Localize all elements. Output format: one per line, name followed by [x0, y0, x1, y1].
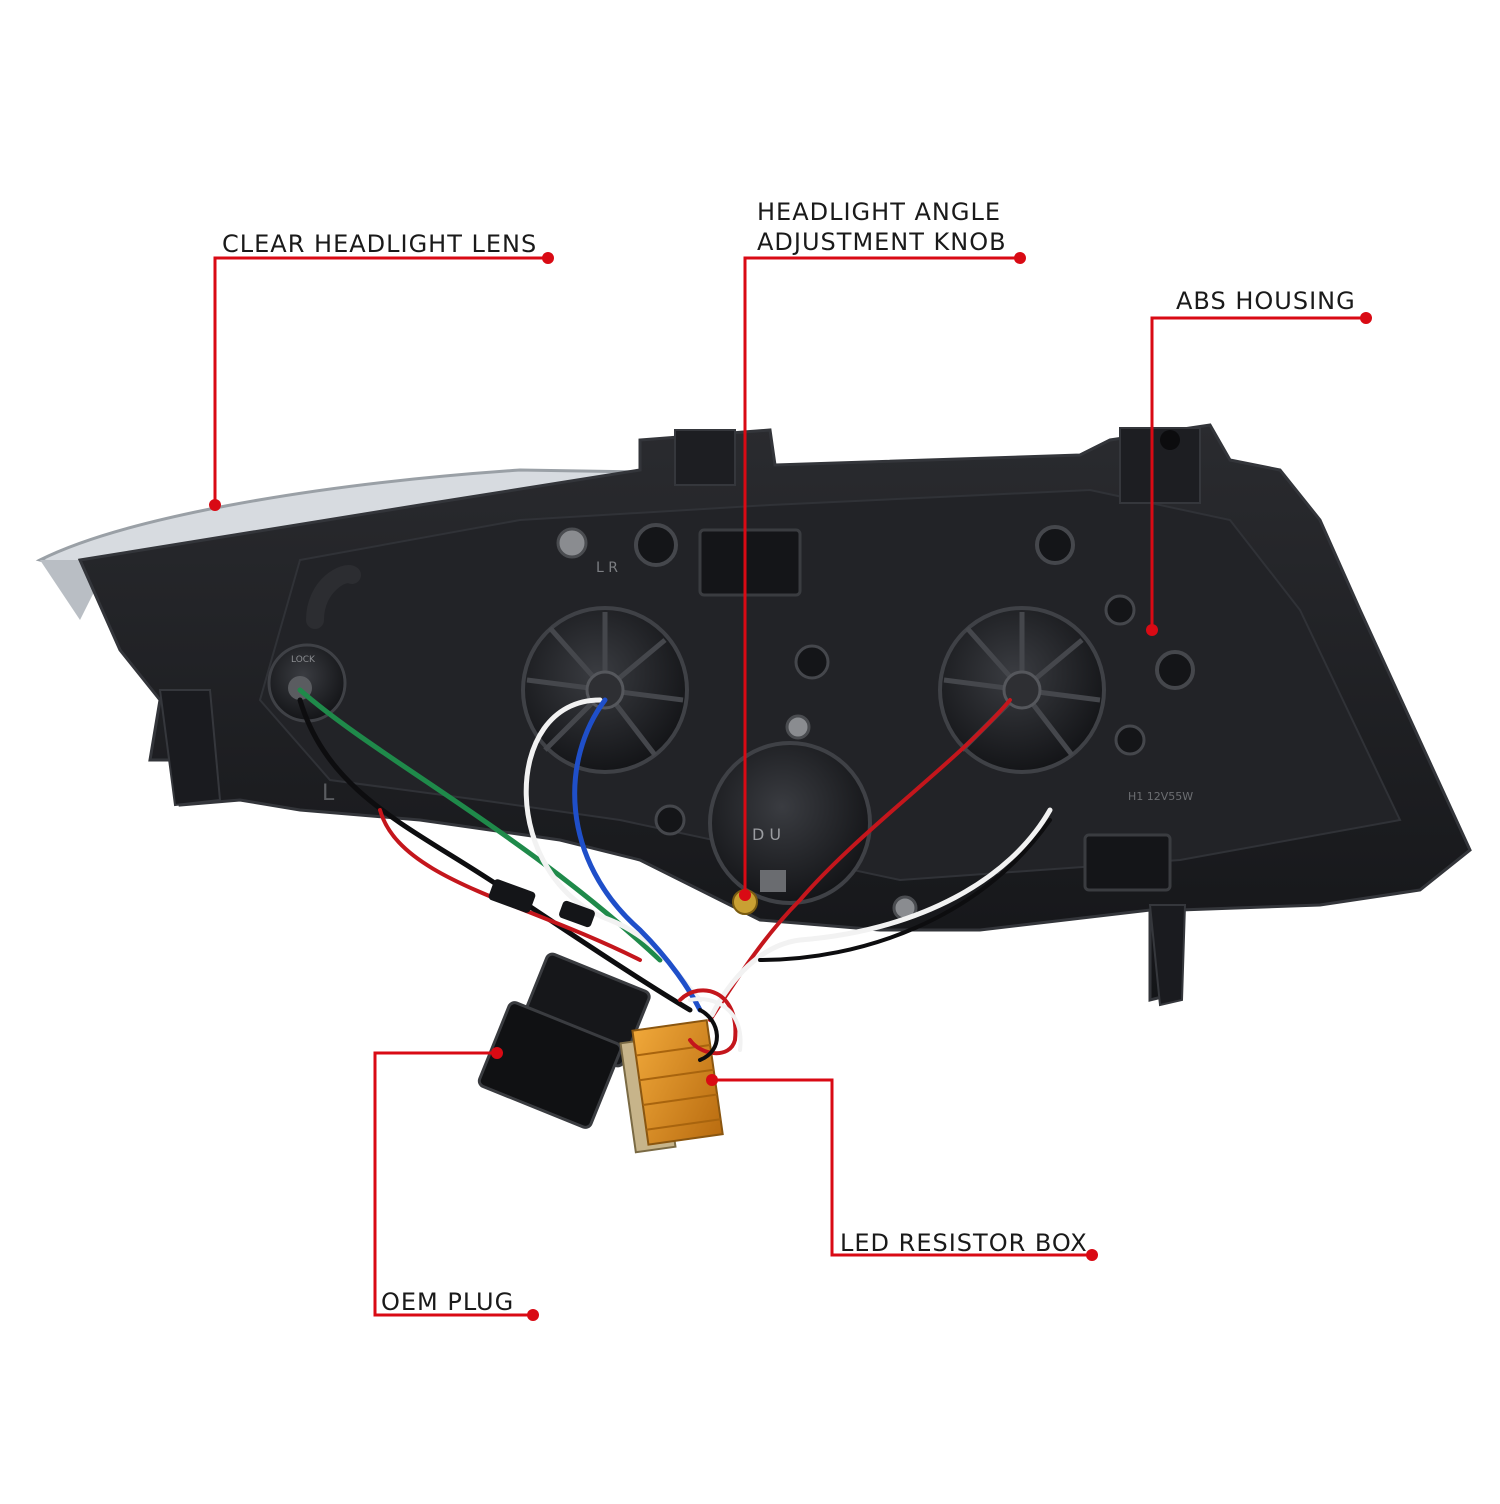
- leader-resistor-box: [712, 1078, 1092, 1257]
- bulb-spec-marking: H1 12V55W: [1128, 790, 1193, 803]
- callout-text: OEM PLUG: [381, 1288, 515, 1316]
- leader-oem-plug: [373, 1051, 533, 1317]
- red-wire-left: [378, 808, 642, 962]
- blue-wire: [572, 697, 703, 1013]
- callout-text-line2: ADJUSTMENT KNOB: [757, 228, 1007, 256]
- white-wire-high: [709, 807, 1053, 1018]
- rear-connector: [1083, 833, 1172, 892]
- adjuster-shaft: [760, 870, 786, 892]
- callout-dots: [209, 252, 1372, 1321]
- callout-text: CLEAR HEADLIGHT LENS: [222, 230, 538, 258]
- leader-abs-housing: [1150, 316, 1366, 630]
- callout-text: LED RESISTOR BOX: [840, 1229, 1088, 1257]
- right-mount-tab: [1119, 427, 1201, 504]
- knob-du-marking: D U: [752, 825, 781, 844]
- lr-marking: L R: [596, 560, 618, 576]
- leader-clear-lens: [213, 256, 548, 505]
- resistor-wire-loops: [678, 988, 743, 1062]
- oem-plug: [477, 952, 651, 1129]
- side-marking: L: [322, 781, 335, 806]
- leveling-motor: [708, 741, 872, 905]
- callout-text: ABS HOUSING: [1176, 287, 1356, 315]
- inline-connector-2: [559, 900, 595, 928]
- led-resistor-box: [619, 1019, 724, 1154]
- vent-tube: [306, 565, 361, 629]
- housing-screws: [556, 523, 1195, 921]
- callout-abs-housing: ABS HOUSING: [1176, 286, 1356, 316]
- black-wire-high: [758, 818, 1052, 962]
- callout-clear-headlight-lens: CLEAR HEADLIGHT LENS: [222, 229, 537, 259]
- housing-inner-panel: [258, 488, 1402, 882]
- high-beam-cap-center: [1002, 670, 1042, 710]
- top-mount-tab: [674, 429, 736, 486]
- leader-angle-knob: [743, 256, 1020, 895]
- mount-hole: [1160, 430, 1180, 450]
- callout-led-resistor-box: LED RESISTOR BOX: [840, 1228, 1088, 1258]
- green-wire: [297, 687, 663, 963]
- callout-headlight-angle-knob: HEADLIGHT ANGLE ADJUSTMENT KNOB: [757, 197, 1007, 257]
- callout-text-line1: HEADLIGHT ANGLE: [757, 198, 1001, 226]
- lower-mount-bracket: [1148, 904, 1187, 1007]
- left-mount-bracket: [158, 689, 222, 807]
- inline-connector: [488, 879, 536, 913]
- callout-oem-plug: OEM PLUG: [381, 1287, 514, 1317]
- callout-leaders: [213, 256, 1366, 1317]
- lock-marking: LOCK: [291, 655, 316, 665]
- harness-clip: [698, 528, 802, 597]
